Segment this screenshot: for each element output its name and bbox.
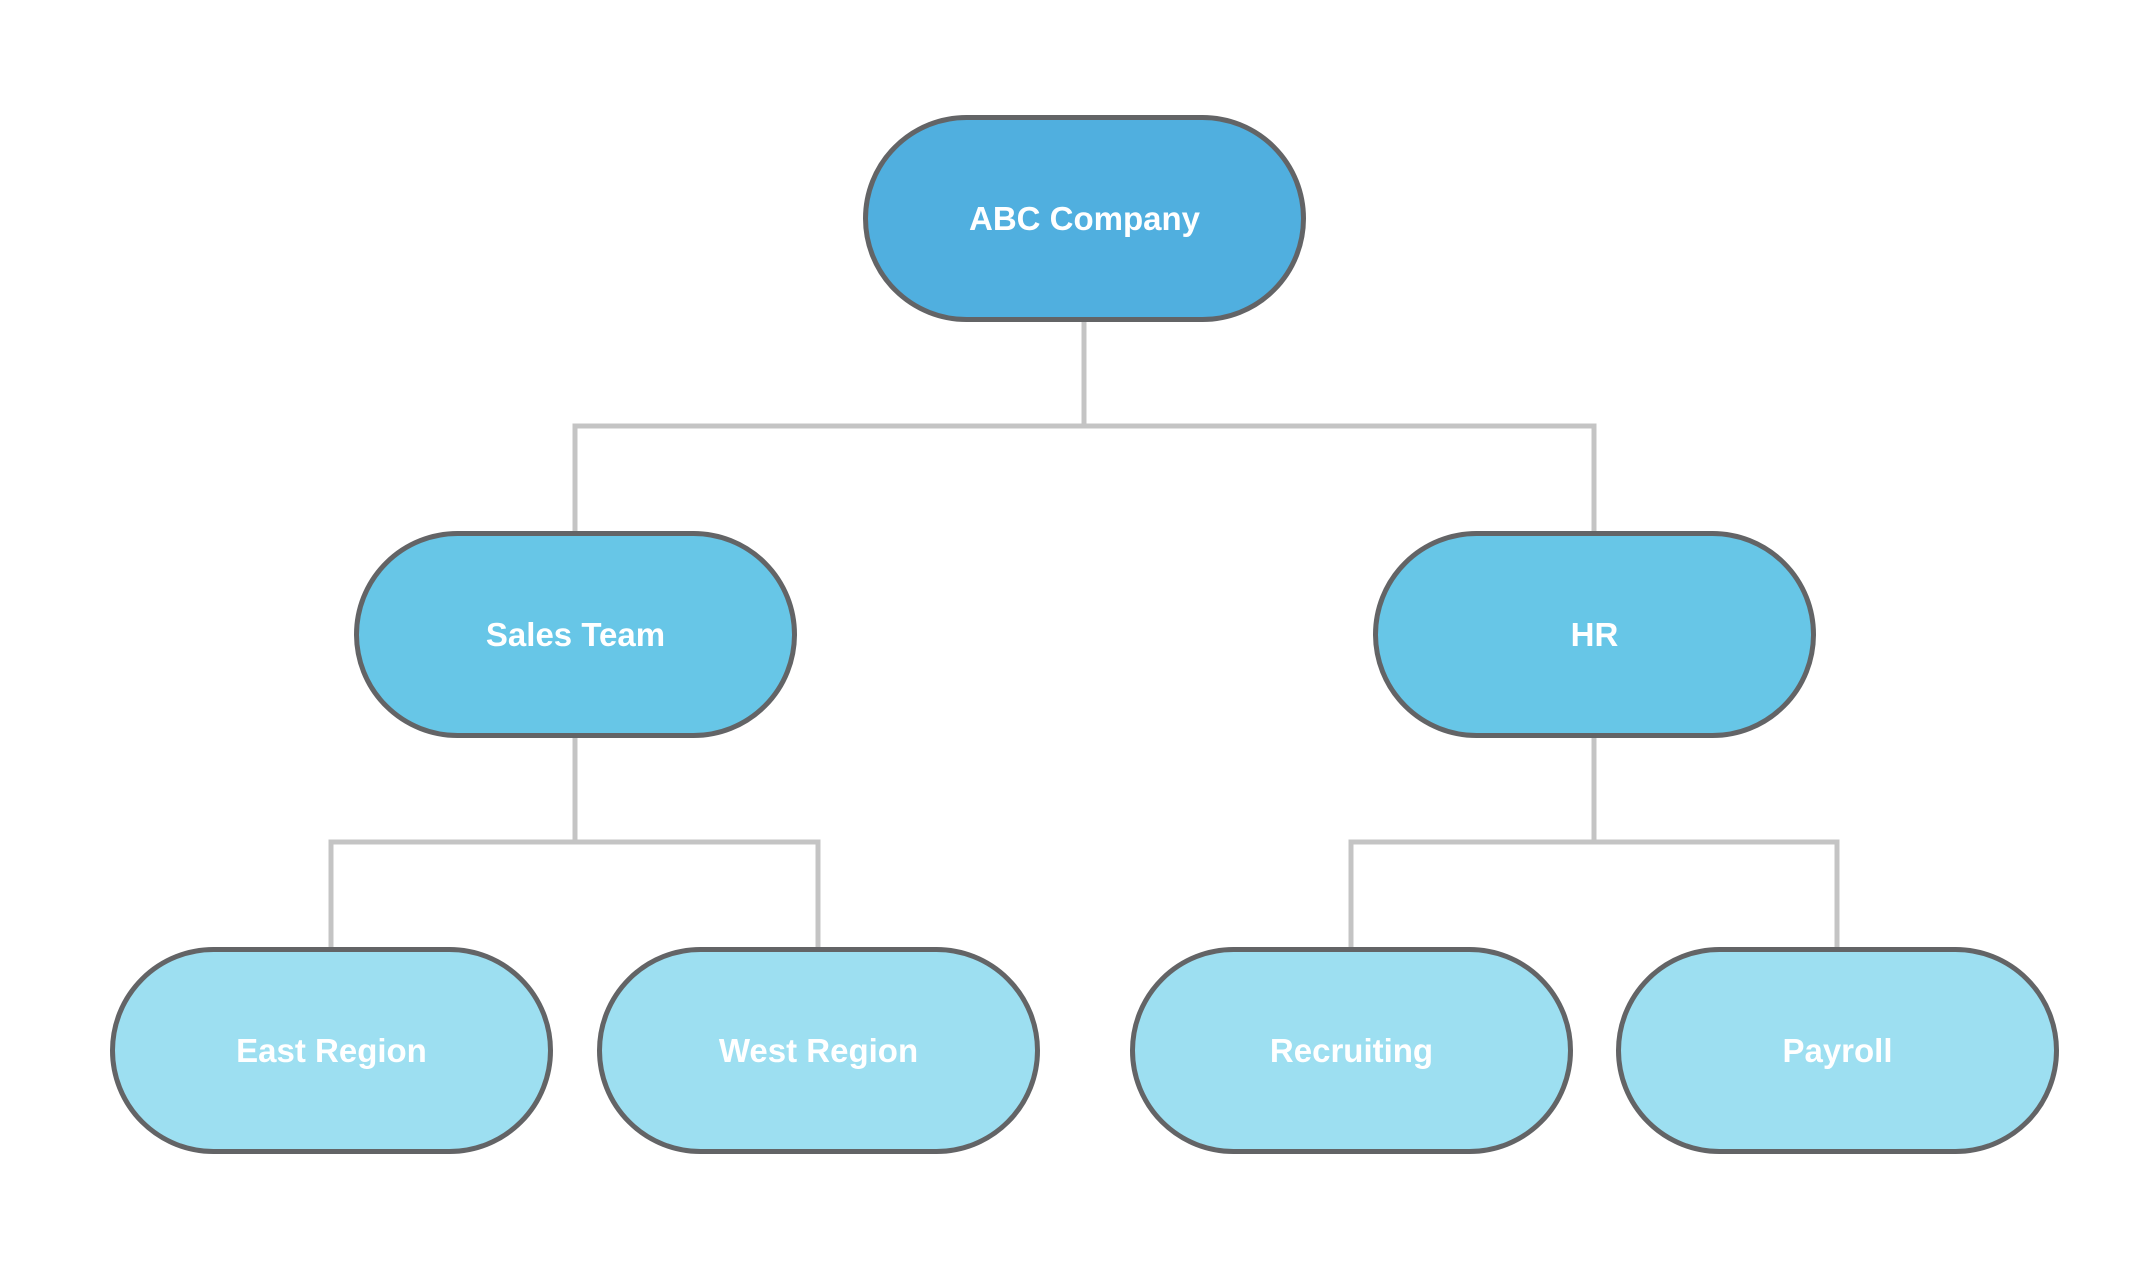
node-label-east-region: East Region	[236, 1031, 427, 1069]
node-label-abc-company: ABC Company	[968, 199, 1201, 237]
node-hr[interactable]: HR	[1373, 531, 1816, 738]
node-label-west-region: West Region	[718, 1031, 919, 1069]
node-label-sales-team: Sales Team	[485, 615, 666, 653]
node-recruiting[interactable]: Recruiting	[1130, 947, 1573, 1154]
node-west-region[interactable]: West Region	[597, 947, 1040, 1154]
node-abc-company[interactable]: ABC Company	[863, 115, 1306, 322]
node-label-hr: HR	[1570, 615, 1619, 653]
node-label-payroll: Payroll	[1782, 1031, 1893, 1069]
node-east-region[interactable]: East Region	[110, 947, 553, 1154]
node-payroll[interactable]: Payroll	[1616, 947, 2059, 1154]
node-label-recruiting: Recruiting	[1269, 1031, 1434, 1069]
node-sales-team[interactable]: Sales Team	[354, 531, 797, 738]
